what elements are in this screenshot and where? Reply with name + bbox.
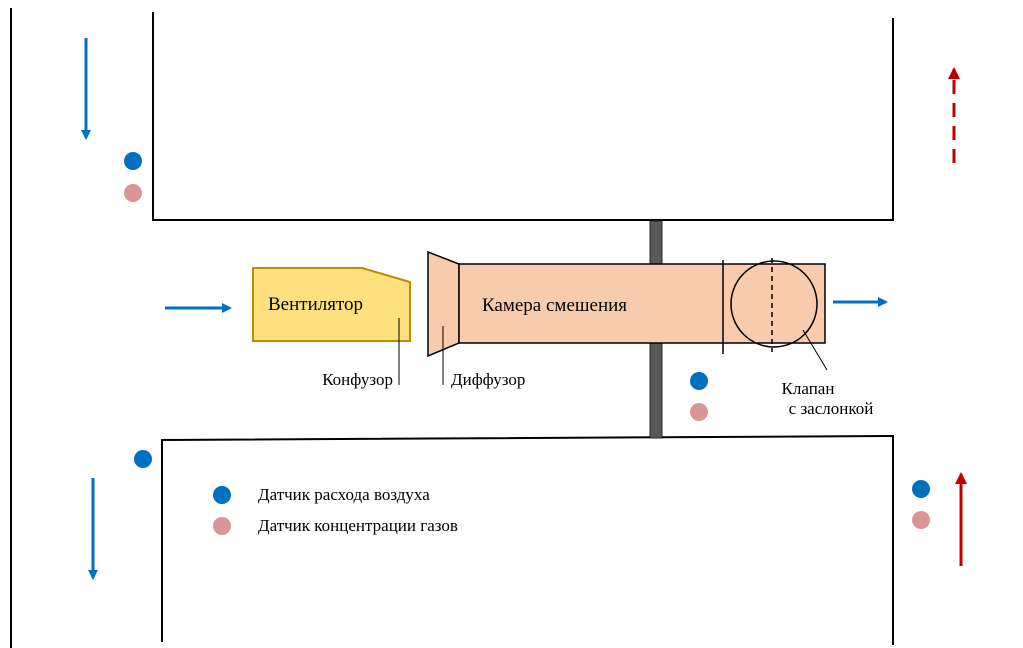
- partition-post-upper: [649, 220, 663, 266]
- mixing-chamber: [458, 263, 826, 344]
- legend-gas-label: Датчик концентрации газов: [258, 516, 458, 535]
- valve-circle: [730, 260, 818, 348]
- gas-sensor-upper-left: [124, 184, 142, 202]
- legend: Датчик расхода воздуха Датчик концентрац…: [213, 485, 458, 535]
- fan-body: [252, 267, 411, 342]
- valve: [722, 258, 818, 354]
- legend-gas-marker: [213, 517, 231, 535]
- valve-label-line1: Клапан: [782, 379, 835, 398]
- legend-airflow-label: Датчик расхода воздуха: [258, 485, 430, 504]
- airflow-sensor-middle: [690, 372, 708, 390]
- fan: Вентилятор: [252, 267, 411, 342]
- fan-label: Вентилятор: [268, 294, 363, 315]
- airflow-sensor-lower-left: [134, 450, 152, 468]
- confuser-label: Конфузор: [322, 370, 393, 389]
- lower-room-outline: [161, 434, 894, 645]
- gas-sensor-middle: [690, 403, 708, 421]
- partition-post-lower: [649, 340, 663, 439]
- diffuser-label: Диффузор: [451, 370, 525, 389]
- gas-sensor-lower-right: [912, 511, 930, 529]
- upper-room-outline: [152, 12, 894, 221]
- airflow-sensor-upper-left: [124, 152, 142, 170]
- legend-airflow-marker: [213, 486, 231, 504]
- mixing-chamber-label: Камера смешения: [482, 295, 627, 316]
- airflow-sensor-lower-right: [912, 480, 930, 498]
- valve-leader-line: [802, 329, 828, 371]
- valve-label-line2: с заслонкой: [789, 399, 874, 418]
